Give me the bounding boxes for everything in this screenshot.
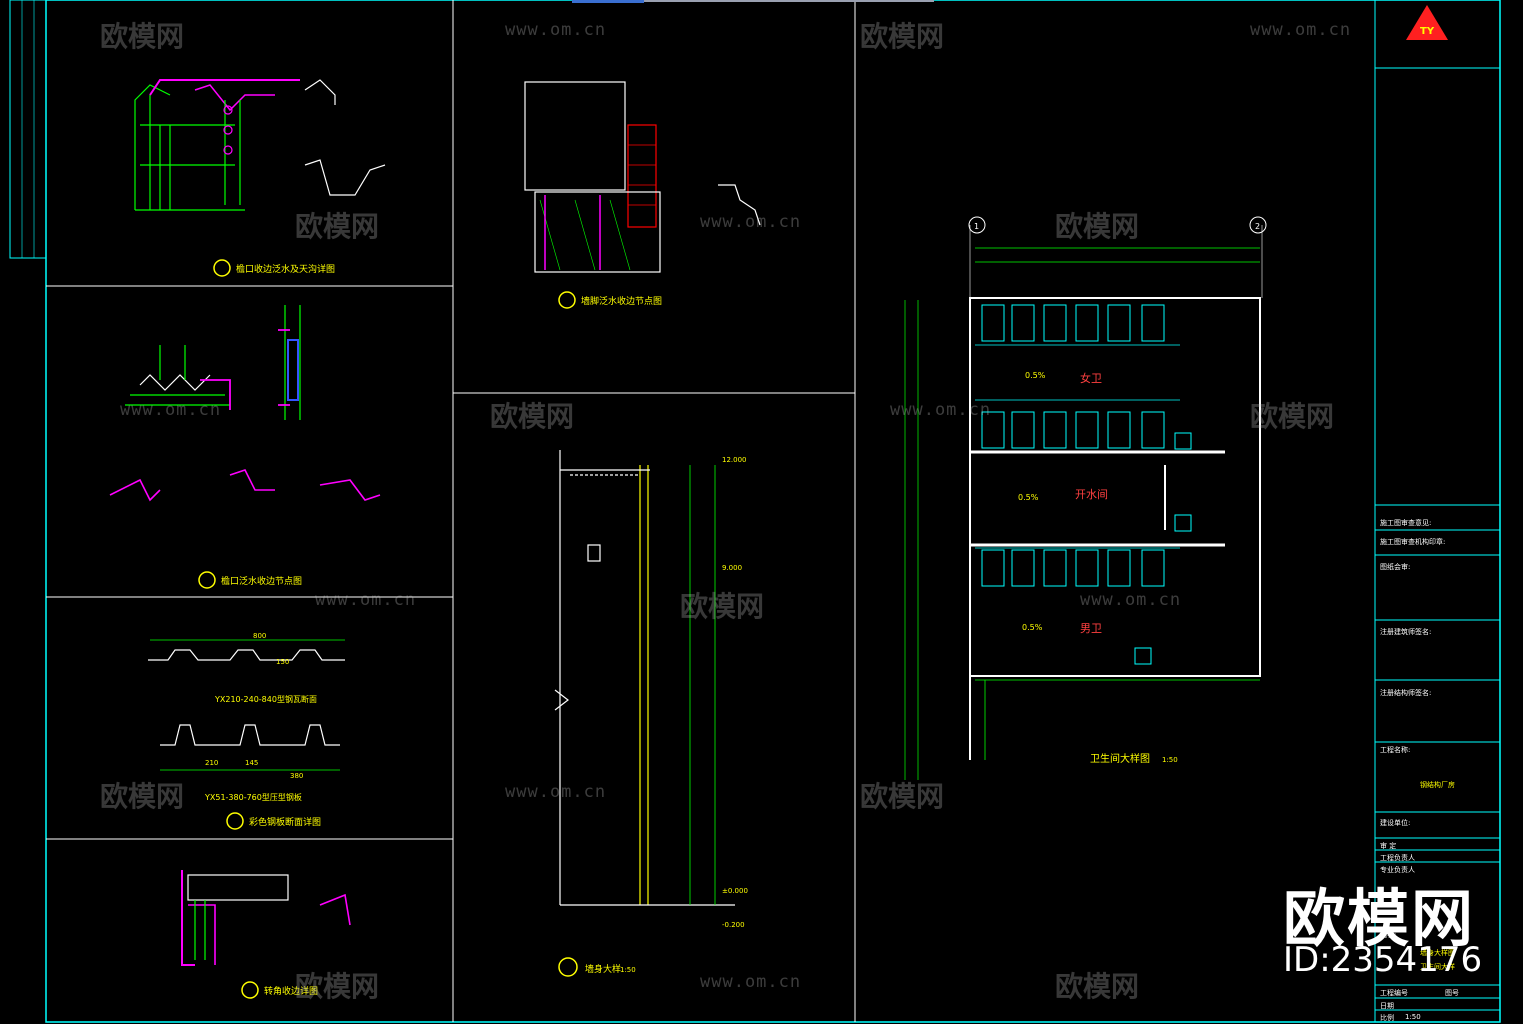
tb-row-4: 注册建筑师签名: xyxy=(1380,628,1432,636)
watermark-brand: 欧模网 xyxy=(100,780,185,813)
company-logo-icon xyxy=(1406,5,1448,40)
tb-row-2: 施工图审查机构印章: xyxy=(1380,538,1446,546)
wall-base-graphic xyxy=(524,81,761,273)
tb-date: 日期 xyxy=(1380,1002,1394,1010)
tb-sign-3: 专业负责人 xyxy=(1380,866,1415,874)
tb-project-name: 钢结构厂房 xyxy=(1420,781,1455,789)
panel2-title: 檐口泛水收边节点图 xyxy=(221,575,302,587)
watermark-brand: 欧模网 xyxy=(490,400,575,433)
watermark-url: www.om.cn xyxy=(315,590,417,610)
panel1-title: 檐口收边泛水及天沟详图 xyxy=(236,263,335,275)
panel3-title: 彩色钢板断面详图 xyxy=(249,816,321,828)
tb-row-5: 注册结构师签名: xyxy=(1380,689,1432,697)
logo-text: TY xyxy=(1420,26,1435,37)
sheet-border xyxy=(45,0,1501,1023)
panel5-title: 墙脚泛水收边节点图 xyxy=(581,295,662,307)
watermark-brand: 欧模网 xyxy=(295,970,380,1003)
watermark-url: www.om.cn xyxy=(120,400,222,420)
eave-detail-graphic xyxy=(134,79,386,211)
tb-project-no: 工程编号 xyxy=(1380,989,1408,997)
tb-sheet: 图号 xyxy=(1445,989,1459,997)
dim-800: 800 xyxy=(253,632,266,640)
elev-zero: ±0.000 xyxy=(722,887,748,895)
tb-sign-1: 审 定 xyxy=(1380,842,1397,850)
tb-project-label: 工程名称: xyxy=(1380,746,1411,754)
panel6-scale: 1:50 xyxy=(620,966,636,974)
toilet-stalls-graphic xyxy=(981,304,1192,665)
room-men: 男卫 xyxy=(1080,622,1102,635)
watermark-url: www.om.cn xyxy=(700,212,802,232)
watermark-url: www.om.cn xyxy=(1250,20,1352,40)
dim-380: 380 xyxy=(290,772,303,780)
dim-145: 145 xyxy=(245,759,258,767)
panel6-title: 墙身大样 xyxy=(585,963,621,975)
slope-2: 0.5% xyxy=(1018,493,1039,502)
id-overlay: ID:2354176 xyxy=(1283,940,1483,980)
watermark-brand: 欧模网 xyxy=(1055,210,1140,243)
elev-top: 12.000 xyxy=(722,456,747,464)
profile-label-1: YX210-240-840型钢瓦断面 xyxy=(214,694,317,704)
toilet-plan-graphic xyxy=(904,225,1263,780)
watermark-url: www.om.cn xyxy=(890,400,992,420)
tb-row-3: 图纸会审: xyxy=(1380,563,1411,571)
profile-label-2: YX51-380-760型压型钢板 xyxy=(204,792,302,802)
tb-sign-2: 工程负责人 xyxy=(1380,854,1415,862)
dim-150: 150 xyxy=(276,658,289,666)
watermark-brand: 欧模网 xyxy=(100,20,185,53)
tb-scale-val: 1:50 xyxy=(1405,1013,1421,1021)
axis-1: 1 xyxy=(974,222,979,231)
axis-2: 2 xyxy=(1255,222,1260,231)
brand-overlay: 欧模网 xyxy=(1283,882,1476,955)
eave-flashing-graphic xyxy=(109,305,381,502)
watermark-brand: 欧模网 xyxy=(860,20,945,53)
slope-3: 0.5% xyxy=(1022,623,1043,632)
dim-210: 210 xyxy=(205,759,218,767)
watermark-url: www.om.cn xyxy=(505,782,607,802)
left-stamp-strip xyxy=(9,0,47,259)
tb-drawing-name-1: 墙身大样图 xyxy=(1420,949,1455,957)
watermark-url: www.om.cn xyxy=(505,20,607,40)
elev-mid: 9.000 xyxy=(722,564,742,572)
watermark-brand: 欧模网 xyxy=(1250,400,1335,433)
watermark-brand: 欧模网 xyxy=(295,210,380,243)
room-women: 女卫 xyxy=(1080,371,1102,385)
corner-detail-graphic xyxy=(181,870,351,966)
panel4-title: 转角收边详图 xyxy=(264,985,318,997)
tb-row-1: 施工图审查意见: xyxy=(1380,519,1432,527)
panel7-title: 卫生间大样图 xyxy=(1090,752,1150,765)
watermark-url: www.om.cn xyxy=(700,972,802,992)
watermark-brand: 欧模网 xyxy=(680,590,765,623)
wall-section-graphic xyxy=(554,450,735,906)
tb-row-6: 建设单位: xyxy=(1380,819,1411,827)
tb-scale: 比例 xyxy=(1380,1014,1394,1022)
elev-bottom: -0.200 xyxy=(722,921,745,929)
watermark-url: www.om.cn xyxy=(1080,590,1182,610)
profile-sections-graphic xyxy=(148,639,345,771)
room-boiler: 开水间 xyxy=(1075,488,1108,501)
title-block-graphic xyxy=(1374,0,1501,1023)
tb-drawing-name-2: 卫生间大样 xyxy=(1420,963,1455,971)
watermark-brand: 欧模网 xyxy=(1055,970,1140,1003)
slope-1: 0.5% xyxy=(1025,371,1046,380)
panel7-scale: 1:50 xyxy=(1162,756,1178,764)
tb-drawing-label: 图名: xyxy=(1380,931,1397,939)
watermark-brand: 欧模网 xyxy=(860,780,945,813)
